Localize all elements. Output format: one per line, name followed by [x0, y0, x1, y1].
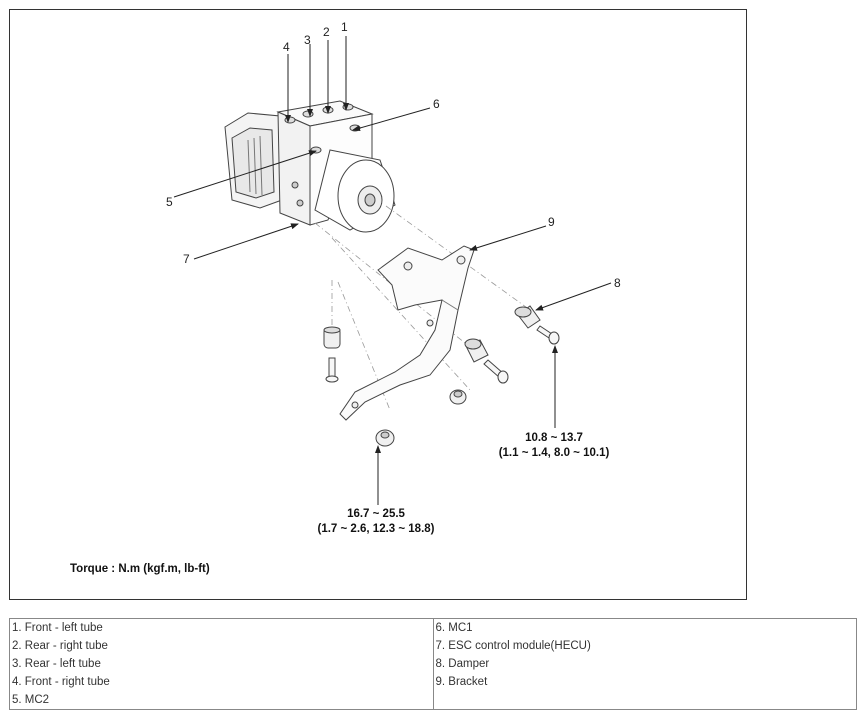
legend-item: 5. MC2 — [12, 694, 50, 706]
guide-lines — [314, 205, 531, 411]
damper-right — [514, 305, 541, 329]
callout-6: 6 — [433, 97, 440, 111]
callout-5: 5 — [166, 195, 173, 209]
bolt-middle — [483, 359, 509, 384]
damper-middle — [464, 338, 489, 363]
legend-item: 8. Damper — [435, 658, 490, 670]
diagram-frame: 1 2 3 4 5 6 7 8 9 10.8 ~ 13.7 (1.1 ~ 1.4… — [9, 9, 747, 600]
legend-item: 3. Rear - left tube — [12, 658, 101, 670]
torque-units-note: Torque : N.m (kgf.m, lb-ft) — [70, 563, 210, 575]
bolt-right — [536, 325, 560, 345]
legend-item: 2. Rear - right tube — [12, 640, 108, 652]
nut-lower — [375, 429, 395, 447]
legend-item: 9. Bracket — [435, 676, 488, 688]
parts-legend: 1. Front - left tube 2. Rear - right tub… — [9, 618, 857, 710]
torque-lower-value: 16.7 ~ 25.5 — [347, 508, 405, 520]
legend-item: 7. ESC control module(HECU) — [435, 640, 591, 652]
callout-8: 8 — [614, 276, 621, 290]
leader-lines — [173, 36, 612, 505]
callout-9: 9 — [548, 215, 555, 229]
legend-item — [434, 691, 857, 709]
torque-lower-conversion: (1.7 ~ 2.6, 12.3 ~ 18.8) — [318, 523, 435, 535]
legend-column-left: 1. Front - left tube 2. Rear - right tub… — [9, 618, 434, 710]
bolt-left — [325, 357, 339, 383]
callout-4: 4 — [283, 40, 290, 54]
hecu-module — [224, 100, 396, 233]
callout-3: 3 — [304, 33, 311, 47]
legend-item: 4. Front - right tube — [12, 676, 110, 688]
torque-right-conversion: (1.1 ~ 1.4, 8.0 ~ 10.1) — [499, 447, 610, 459]
callout-1: 1 — [341, 20, 348, 34]
callout-7: 7 — [183, 252, 190, 266]
legend-item: 1. Front - left tube — [12, 622, 103, 634]
exploded-view-diagram: 1 2 3 4 5 6 7 8 9 10.8 ~ 13.7 (1.1 ~ 1.4… — [166, 20, 621, 535]
callout-2: 2 — [323, 25, 330, 39]
torque-right-value: 10.8 ~ 13.7 — [525, 432, 583, 444]
damper-left — [323, 326, 341, 349]
legend-item: 6. MC1 — [435, 622, 473, 634]
damper-lower — [449, 389, 467, 405]
bracket — [339, 245, 475, 421]
legend-column-right: 6. MC1 7. ESC control module(HECU) 8. Da… — [432, 618, 857, 710]
